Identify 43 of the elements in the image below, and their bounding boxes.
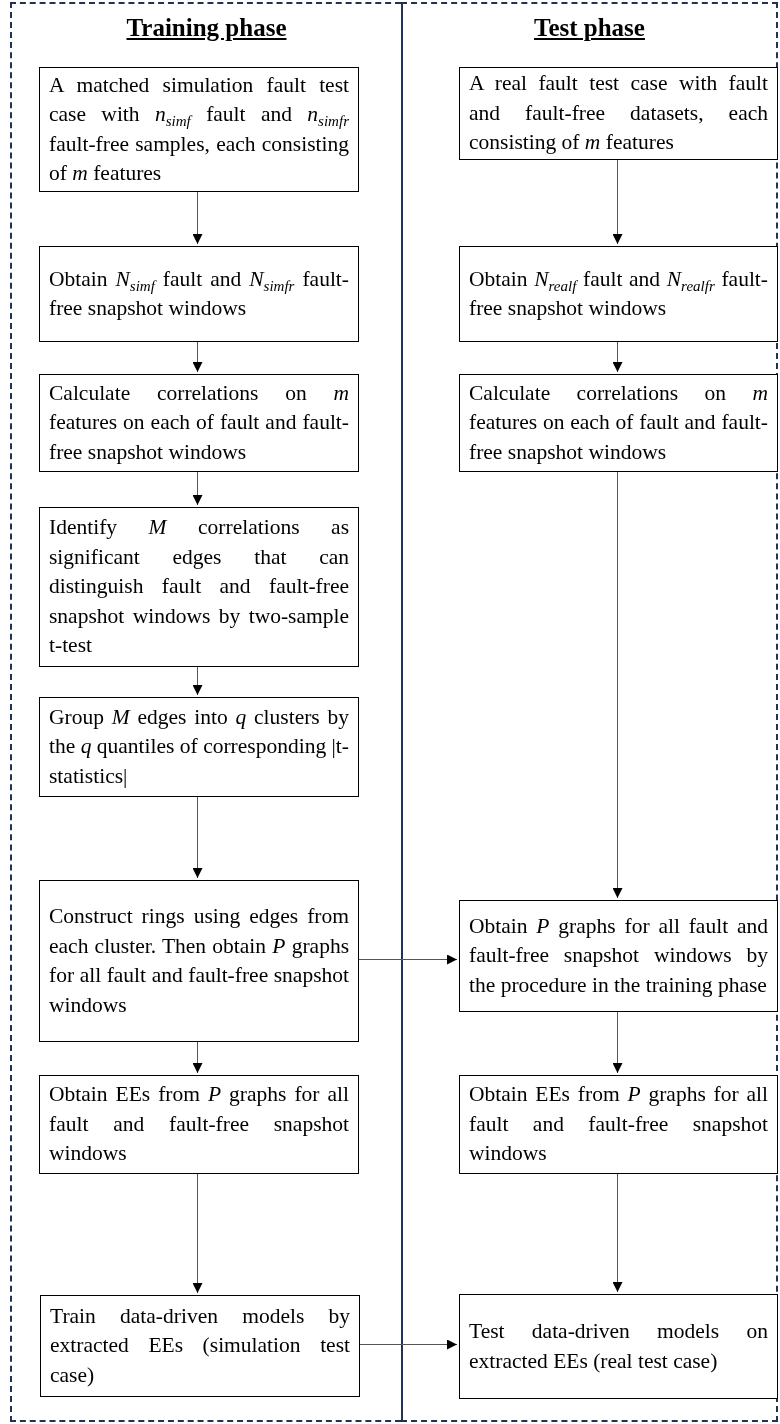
arrow	[192, 1171, 203, 1294]
step-text: Calculate correlations on m features on each of fault and fault-free snapshot windows	[469, 379, 768, 466]
step-text: Group M edges into q clusters by the q quantiles of corresponding |t-statistics|	[49, 703, 349, 790]
phase-heading: Test phase	[534, 14, 645, 42]
process-box	[39, 697, 359, 797]
process-box	[39, 374, 359, 472]
arrow	[612, 157, 623, 245]
process-box	[459, 1294, 778, 1399]
arrow	[612, 1171, 623, 1293]
arrow	[612, 1009, 623, 1074]
process-box	[459, 374, 778, 472]
step-text: Obtain N$_{simf}$ fault and N$_{simfr}$ fault-free snapshot windows	[49, 265, 349, 322]
process-box	[459, 1075, 778, 1174]
arrow	[192, 189, 203, 245]
step-text: Obtain EEs from P graphs for all fault and fault-free snapshot windows	[469, 1081, 768, 1168]
step-text: Obtain EEs from P graphs for all fault and fault-free snapshot windows	[49, 1081, 349, 1168]
step-text: A real fault test case with fault and fault-free datasets, each consisting of m features	[469, 70, 768, 157]
process-box	[459, 900, 778, 1012]
step-text: Construct rings using edges from each cluster. Then obtain P graphs for all fault and fault-free snapshot windows	[49, 903, 349, 1019]
arrow	[356, 954, 458, 965]
phase-panel	[10, 2, 401, 1422]
process-box	[39, 880, 359, 1042]
step-text: Test data-driven models on extracted EEs (real test case)	[469, 1318, 768, 1375]
phase-heading: Training phase	[126, 14, 287, 42]
arrow	[192, 1039, 203, 1074]
process-box	[39, 246, 359, 342]
arrow	[192, 339, 203, 373]
process-box	[40, 1295, 360, 1397]
step-text: A matched simulation fault test case with n$_{simf}$ fault and n$_{simfr}$ fault-free samples, each consisting of m features	[49, 71, 349, 187]
phase-panel	[401, 2, 778, 1422]
process-box	[459, 246, 778, 342]
arrow	[357, 1339, 458, 1350]
step-text: Identify M correlations as significant edges that can distinguish fault and fault-free snapshot windows by two-sample t-test	[49, 514, 349, 660]
arrow	[192, 469, 203, 506]
process-box	[39, 1075, 359, 1174]
arrow	[192, 794, 203, 879]
step-text: Obtain N$_{realf}$ fault and N$_{realfr}$ fault-free snapshot windows	[469, 265, 768, 322]
arrow	[612, 339, 623, 373]
arrow	[192, 664, 203, 696]
step-text: Obtain P graphs for all fault and fault-free snapshot windows by the procedure in the training phase	[469, 912, 768, 999]
step-text: Calculate correlations on m features on each of fault and fault-free snapshot windows	[49, 379, 349, 466]
step-text: Train data-driven models by extracted EEs (simulation test case)	[50, 1302, 350, 1389]
arrow	[612, 469, 623, 899]
